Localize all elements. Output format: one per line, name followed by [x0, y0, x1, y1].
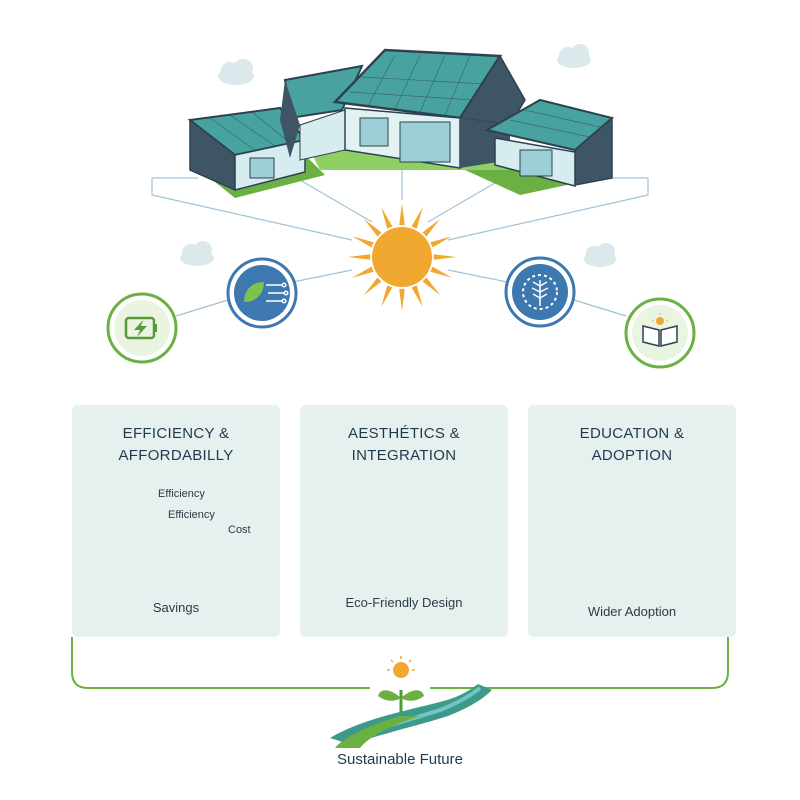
sun-ray: [422, 277, 441, 296]
panel-title-line2: ADOPTION: [591, 447, 673, 464]
solar-houses: [187, 48, 615, 198]
panel-title-line1: EDUCATION &: [579, 425, 685, 442]
sun-ray: [381, 285, 393, 307]
panel-caption: Wider Adoption: [587, 604, 677, 619]
circuit-leaf-icon: [226, 257, 298, 329]
sun-ray: [381, 207, 393, 229]
river-path-icon: [330, 684, 492, 748]
panel-caption: Eco-Friendly Design: [345, 595, 463, 610]
efficiency-up-label: Efficiency: [158, 488, 205, 500]
sun-ray: [411, 207, 423, 229]
sun-ray: [430, 266, 452, 278]
sun-ray: [348, 254, 371, 260]
panel-title-line1: EFFICIENCY &: [122, 425, 230, 442]
sun-ray: [399, 203, 405, 226]
cloud-icon: [557, 44, 591, 68]
gear-leaf-icon: [504, 256, 576, 328]
sun-ray: [363, 277, 382, 296]
cost-label: Cost: [228, 524, 251, 536]
panel-efficiency: EFFICIENCY & AFFORDABILLY Efficiency Eff…: [72, 405, 280, 637]
cloud-icon: [584, 243, 616, 267]
panel-title-line2: INTEGRATION: [351, 447, 457, 464]
efficiency-cost-label: Efficiency: [168, 509, 215, 521]
sun-ray: [430, 236, 452, 248]
cloud-icon: [218, 59, 254, 85]
panel-title: EDUCATION & ADOPTION: [528, 423, 736, 467]
panel-title: EFFICIENCY & AFFORDABILLY: [72, 423, 280, 467]
panel-title-line2: AFFORDABILLY: [118, 447, 234, 464]
sprout-sun-icon: [378, 656, 424, 712]
sun-ray: [352, 236, 374, 248]
sun-ray: [411, 285, 423, 307]
sun-ray: [352, 266, 374, 278]
panel-title-line1: AESTHÉTICS &: [348, 425, 460, 442]
sun-ray: [422, 218, 441, 237]
panel-title: AESTHÉTICS & INTEGRATION: [300, 423, 508, 467]
open-book-icon: [624, 297, 696, 369]
panel-aesthetics: AESTHÉTICS & INTEGRATION Eco-Friendly De…: [300, 405, 508, 637]
sun-ray: [433, 254, 456, 260]
cloud-icon: [180, 241, 214, 266]
panel-education: EDUCATION & ADOPTION Wider Adoption: [528, 405, 736, 637]
bottom-bracket: [71, 637, 729, 689]
footer-title: Sustainable Future: [337, 751, 463, 768]
sun-icon: [348, 203, 456, 311]
battery-charge-icon: [106, 292, 178, 364]
sun-disc: [372, 227, 432, 287]
panel-caption: Savings: [152, 600, 200, 615]
sun-ray: [363, 218, 382, 237]
sun-ray: [399, 288, 405, 311]
